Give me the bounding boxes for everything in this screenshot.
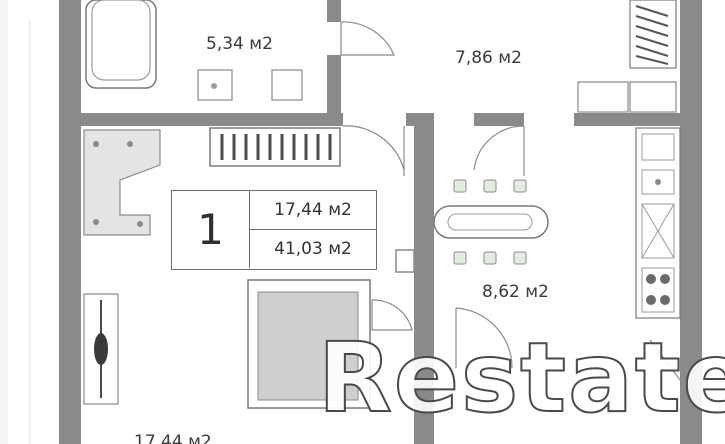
hall-door-swing-left [342, 125, 405, 171]
burner-1 [646, 274, 656, 284]
stove [641, 267, 675, 313]
living-area-value: 17,44 м2 [250, 191, 376, 230]
rooms-count: 1 [172, 191, 250, 268]
sofa-dot-1 [93, 141, 99, 147]
hall-closet-hangers [635, 5, 669, 65]
watermark-logo: Restate [317, 322, 725, 434]
hall-area-label: 7,86 м2 [455, 48, 522, 68]
bathroom-right-wall-top [327, 0, 341, 22]
dishwasher-box [641, 203, 675, 259]
living-kitchen-wall [414, 113, 434, 444]
balcony-door-swing [455, 307, 513, 369]
burner-3 [646, 295, 656, 305]
living-area-label: 17,44 м2 [134, 432, 212, 444]
dining-table-inner [447, 213, 533, 231]
tv-icon [94, 333, 108, 365]
hall-closet [629, 0, 677, 69]
sofa [83, 129, 161, 236]
bathroom-right-wall [327, 55, 341, 113]
burner-2 [660, 274, 670, 284]
sofa-dot-2 [127, 141, 133, 147]
kitchen-top-wall-right [574, 113, 680, 126]
bathroom-area-label: 5,34 м2 [206, 34, 273, 54]
chair-4 [453, 251, 467, 265]
wall-column [395, 249, 415, 273]
bathroom-bottom-wall [81, 113, 343, 126]
toilet-tank [271, 69, 303, 101]
bathroom-door-swing [340, 21, 395, 56]
dishwasher [641, 203, 675, 259]
apartment-info-box: 1 17,44 м2 41,03 м2 [171, 190, 377, 270]
sofa-dot-3 [93, 219, 99, 225]
kitchen-top-wall-left [474, 113, 524, 126]
living-door-swing [371, 299, 413, 331]
left-outer-wall [59, 0, 81, 444]
page-edge [0, 0, 8, 444]
chair-2 [483, 179, 497, 193]
kitchen-window-door [649, 339, 681, 381]
bathtub-inner [91, 0, 151, 81]
wardrobe [209, 127, 341, 167]
kitchen-door-swing [473, 125, 525, 171]
kitchen-area-label: 8,62 м2 [482, 282, 549, 302]
chair-6 [513, 251, 527, 265]
chair-5 [483, 251, 497, 265]
burner-4 [660, 295, 670, 305]
bed-mattress [257, 291, 359, 401]
sink-drain [211, 83, 217, 89]
chair-1 [453, 179, 467, 193]
fridge [641, 133, 675, 161]
chair-3 [513, 179, 527, 193]
wardrobe-hangers [220, 134, 332, 160]
total-area-value: 41,03 м2 [274, 239, 352, 259]
kitchen-sink-drain [655, 179, 661, 185]
hall-cabinet-2 [629, 81, 677, 113]
right-outer-wall [680, 0, 702, 444]
sofa-dot-4 [137, 221, 143, 227]
hall-cabinet [577, 81, 629, 113]
